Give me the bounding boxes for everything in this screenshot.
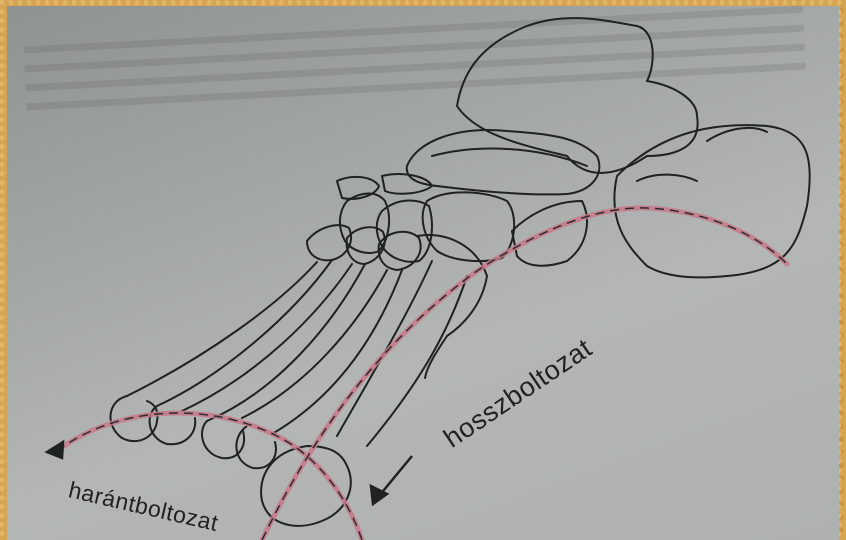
calcaneus-detail-2 xyxy=(637,175,697,181)
longitudinal-arrow-line xyxy=(379,456,412,496)
navicular-bone xyxy=(407,130,600,194)
metatarsal-1 xyxy=(337,261,467,446)
cuneiform-lateral xyxy=(423,192,514,261)
metatarsal-base-5 xyxy=(307,225,351,260)
metatarsal-3 xyxy=(242,270,402,434)
navicular-detail xyxy=(432,149,587,166)
cuboid-bone xyxy=(512,201,587,266)
talus-bone xyxy=(457,18,698,173)
foot-skeleton-diagram xyxy=(7,6,839,540)
diagram-photo: harántboltozat hosszboltozat xyxy=(7,6,839,540)
metatarsal-1-shaft-detail xyxy=(425,336,447,378)
transverse-arrow-head xyxy=(47,442,63,458)
calcaneus-detail xyxy=(707,128,767,141)
